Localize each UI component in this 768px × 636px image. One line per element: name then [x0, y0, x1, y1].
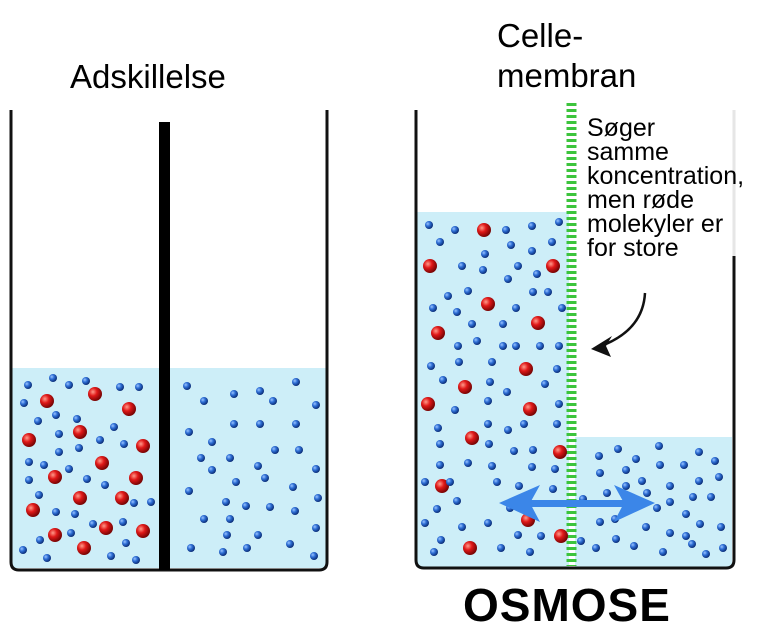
note-line: for store: [587, 234, 679, 262]
note-line: men røde: [587, 186, 694, 214]
membrane-title-line2: membran: [497, 57, 637, 94]
small-molecules-high-side: [421, 218, 566, 556]
water-high-side: [417, 212, 569, 567]
note-line: Søger: [587, 114, 656, 142]
water-left-compartment: [12, 368, 160, 568]
note-line: samme: [587, 138, 669, 166]
membrane-note: Søger samme koncentration, men røde mole…: [587, 114, 745, 262]
osmosis-title: OSMOSE: [463, 579, 671, 631]
container-walls: [414, 110, 736, 570]
solid-divider: [159, 122, 170, 570]
membrane-title-line1: Celle-: [497, 17, 584, 54]
small-molecules-low-side: [577, 442, 727, 558]
large-molecules-left: [22, 387, 150, 555]
separation-title: Adskillelse: [70, 58, 226, 95]
curved-pointer-arrow-icon: [591, 292, 647, 357]
double-arrow-icon: [499, 485, 655, 522]
note-line: molekyler er: [587, 210, 724, 238]
note-line: koncentration,: [587, 162, 745, 190]
large-molecules-high-side: [421, 223, 568, 555]
separation-container: [9, 110, 329, 572]
osmosis-container: [414, 103, 736, 570]
water-right-compartment: [170, 368, 326, 568]
small-molecules-left: [19, 374, 155, 564]
small-molecules-right: [183, 378, 322, 560]
